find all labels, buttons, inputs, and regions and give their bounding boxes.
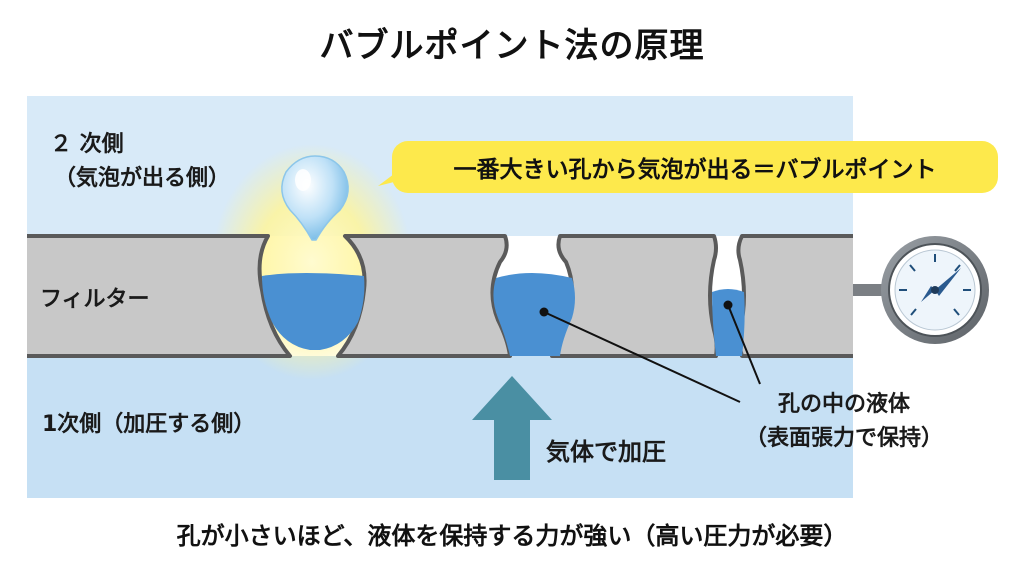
liquid-in-pore-label-line1: 孔の中の液体 bbox=[778, 392, 911, 417]
liquid-in-pore-label-line2: （表面張力で保持） bbox=[745, 426, 944, 451]
secondary-side-label-line2: （気泡が出る側） bbox=[54, 166, 231, 191]
pore-liquid-medium bbox=[493, 273, 575, 356]
diagram-title: バブルポイント法の原理 bbox=[319, 26, 705, 66]
liquid-in-pore-label: 孔の中の液体 （表面張力で保持） bbox=[745, 388, 943, 456]
filter-membrane bbox=[27, 234, 853, 358]
primary-side-label: 1次側（加圧する側） bbox=[42, 412, 256, 437]
secondary-side-label-line1: ２ 次側 bbox=[50, 132, 124, 157]
pore-liquid-small bbox=[712, 289, 745, 356]
pore-liquid-large bbox=[262, 273, 365, 350]
liquid-leader-lines bbox=[543, 304, 761, 403]
filter-label: フィルター bbox=[40, 287, 150, 312]
bubble-icon bbox=[281, 155, 349, 241]
footer-note: 孔が小さいほど、液体を保持する力が強い（高い圧力が必要） bbox=[176, 522, 848, 550]
secondary-side-label: ２ 次側 （気泡が出る側） bbox=[50, 128, 230, 196]
primary-side-region bbox=[27, 356, 853, 498]
bubble-point-callout: 一番大きい孔から気泡が出る＝バブルポイント bbox=[392, 141, 998, 193]
up-arrow-icon bbox=[472, 376, 552, 480]
pressure-gauge-icon bbox=[853, 236, 989, 344]
gas-pressure-label: 気体で加圧 bbox=[546, 438, 666, 466]
